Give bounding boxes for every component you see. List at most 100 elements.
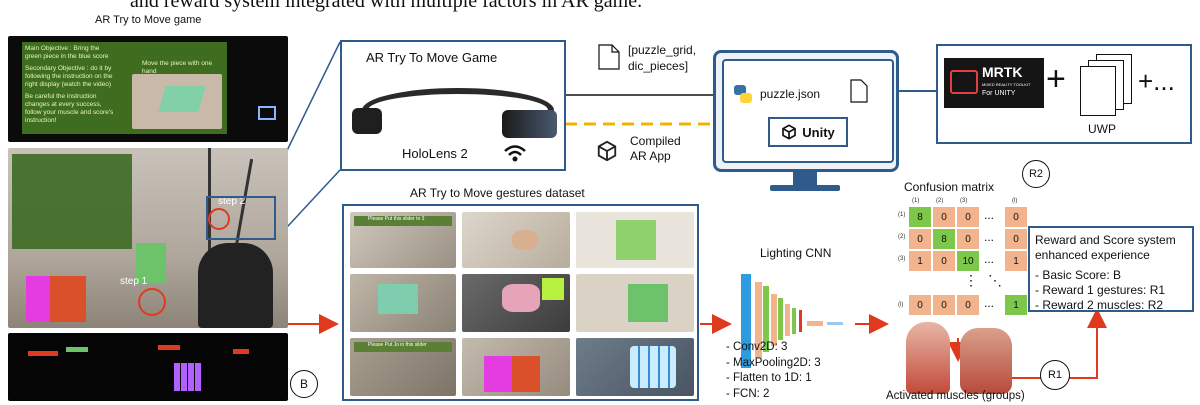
reward-muscles: - Reward 2 muscles: R2 — [1035, 298, 1164, 312]
json-file-label: puzzle.json — [760, 87, 821, 101]
matrix-ddots: ⋱ — [988, 272, 1002, 288]
matrix-cell: 0 — [1004, 228, 1028, 250]
cnn-pool-1 — [763, 286, 769, 352]
monitor-base — [770, 185, 840, 191]
hand-circle-1 — [138, 288, 166, 316]
badge-r1: R1 — [1040, 360, 1070, 390]
reward-box: Reward and Score system enhanced experie… — [1028, 226, 1194, 312]
thumb-6 — [576, 274, 694, 332]
unity-logo-icon — [782, 124, 797, 140]
hand-muscle-image — [906, 322, 950, 394]
led-grid — [174, 363, 202, 391]
matrix-cell: 8 — [932, 228, 956, 250]
game-screen-top: Main Objective : Bring the green piece i… — [8, 36, 288, 142]
matrix-cell: 8 — [908, 206, 932, 228]
cnn-conv-1 — [755, 282, 762, 358]
hololens-title: AR Try To Move Game — [366, 50, 498, 65]
matrix-vdots: ⋮ — [964, 272, 978, 288]
thumb-8 — [462, 338, 570, 396]
reward-gestures: - Reward 1 gestures: R1 — [1035, 283, 1166, 297]
thumb-2 — [462, 212, 570, 268]
hand-circle-2 — [208, 208, 230, 230]
unity-label: Unity — [802, 124, 835, 140]
unity-engine-box: Unity — [768, 117, 848, 147]
colored-cube — [26, 276, 86, 322]
cnn-pool-2 — [778, 298, 783, 340]
matrix-cell: 0 — [956, 228, 980, 250]
mrtk-logo: MRTK MIXED REALITY TOOLKIT For UNITY — [944, 58, 1044, 108]
monitor-stand — [793, 170, 817, 186]
matrix-cell: 0 — [908, 228, 932, 250]
zoom-region-box — [206, 196, 276, 240]
matrix-dots-row2: ... — [984, 230, 995, 244]
reward-subtitle: enhanced experience — [1035, 248, 1150, 262]
matrix-cell: 0 — [932, 206, 956, 228]
main-objective-text: Main Objective : Bring the green piece i… — [25, 45, 109, 60]
confusion-matrix: (1) (2) (3) (l) (1) (2) (3) (l) 8 0 0 0 … — [898, 198, 1028, 338]
reward-basic-score: - Basic Score: B — [1035, 268, 1122, 282]
wifi-icon — [502, 140, 528, 169]
matrix-cell: 0 — [956, 206, 980, 228]
matrix-cell: 1 — [1004, 250, 1028, 272]
cnn-fc-2 — [827, 322, 843, 325]
thumb-3 — [576, 212, 694, 268]
matrix-cell: 0 — [932, 250, 956, 272]
plus-sign: + — [1046, 60, 1066, 98]
cnn-layer-list: - Conv2D: 3 - MaxPooling2D: 3 - Flatten … — [726, 341, 821, 400]
computer-to-toolkit-line — [898, 90, 936, 92]
matrix-cell: 1 — [908, 250, 932, 272]
uwp-doc-stack — [1078, 54, 1138, 118]
matrix-cell: 0 — [1004, 206, 1028, 228]
step2-label: step 2 — [218, 196, 246, 207]
cnn-conv-3 — [785, 304, 790, 336]
json-structure-label: [puzzle_grid, dic_pieces] — [628, 43, 697, 73]
dataset-title: AR Try to Move gestures dataset — [410, 186, 585, 200]
header-fragment: and reward system integrated with multip… — [130, 0, 643, 12]
badge-r2: R2 — [1022, 160, 1050, 188]
headset-image — [352, 82, 557, 142]
python-icon — [732, 83, 754, 110]
person-silhouette — [198, 243, 273, 328]
thumb-9 — [576, 338, 694, 396]
game-bottom-strip — [8, 333, 288, 401]
compiled-app-label: Compiled AR App — [630, 134, 681, 163]
green-piece — [136, 243, 166, 283]
thumb-1: Please Put this slider to 3 — [350, 212, 456, 268]
file-icon — [598, 44, 620, 75]
hololens-panel: AR Try To Move Game HoloLens 2 — [340, 40, 566, 171]
matrix-cell: 0 — [908, 294, 932, 316]
secondary-objective-text: Secondary Objective : do it by following… — [25, 65, 113, 88]
cnn-conv-2 — [771, 294, 777, 346]
computer-monitor: puzzle.json Unity — [713, 50, 899, 172]
cnn-input-layer — [741, 274, 751, 368]
doc-icon — [850, 79, 868, 108]
hand-video-thumb — [132, 74, 222, 129]
careful-note-text: Be careful the instruction changes at ev… — [25, 93, 114, 124]
device-label: HoloLens 2 — [402, 146, 468, 161]
body-muscle-image — [960, 328, 1012, 394]
confusion-title: Confusion matrix — [904, 180, 995, 194]
matrix-dots-row4: ... — [984, 296, 995, 310]
thumb-5 — [462, 274, 570, 332]
cnn-diagram — [735, 262, 855, 374]
step1-label: step 1 — [120, 276, 148, 287]
matrix-dots-row1: ... — [984, 208, 995, 222]
cnn-pool-3 — [792, 308, 796, 334]
dataset-panel: Please Put this slider to 3 Please Put J… — [342, 204, 699, 401]
ellipsis-plus: +... — [1138, 66, 1175, 96]
move-piece-text: Move the piece with one hand — [142, 60, 213, 75]
uwp-label: UWP — [1088, 122, 1116, 136]
matrix-cell: 1 — [1004, 294, 1028, 316]
left-panel-title: AR Try to Move game — [95, 14, 202, 26]
thumb-7: Please Put Jo in this slider — [350, 338, 456, 396]
thumb-4 — [350, 274, 456, 332]
muscles-label: Activated muscles (groups) — [886, 390, 1025, 402]
cnn-flatten — [799, 310, 802, 332]
matrix-cell: 10 — [956, 250, 980, 272]
cnn-fc-1 — [807, 321, 823, 326]
unity-small-icon — [596, 140, 618, 167]
badge-b-circle: B — [290, 370, 318, 398]
blue-cube-icon — [258, 106, 276, 120]
instruction-panel: Main Objective : Bring the green piece i… — [22, 42, 227, 134]
reward-title: Reward and Score system — [1035, 233, 1176, 247]
